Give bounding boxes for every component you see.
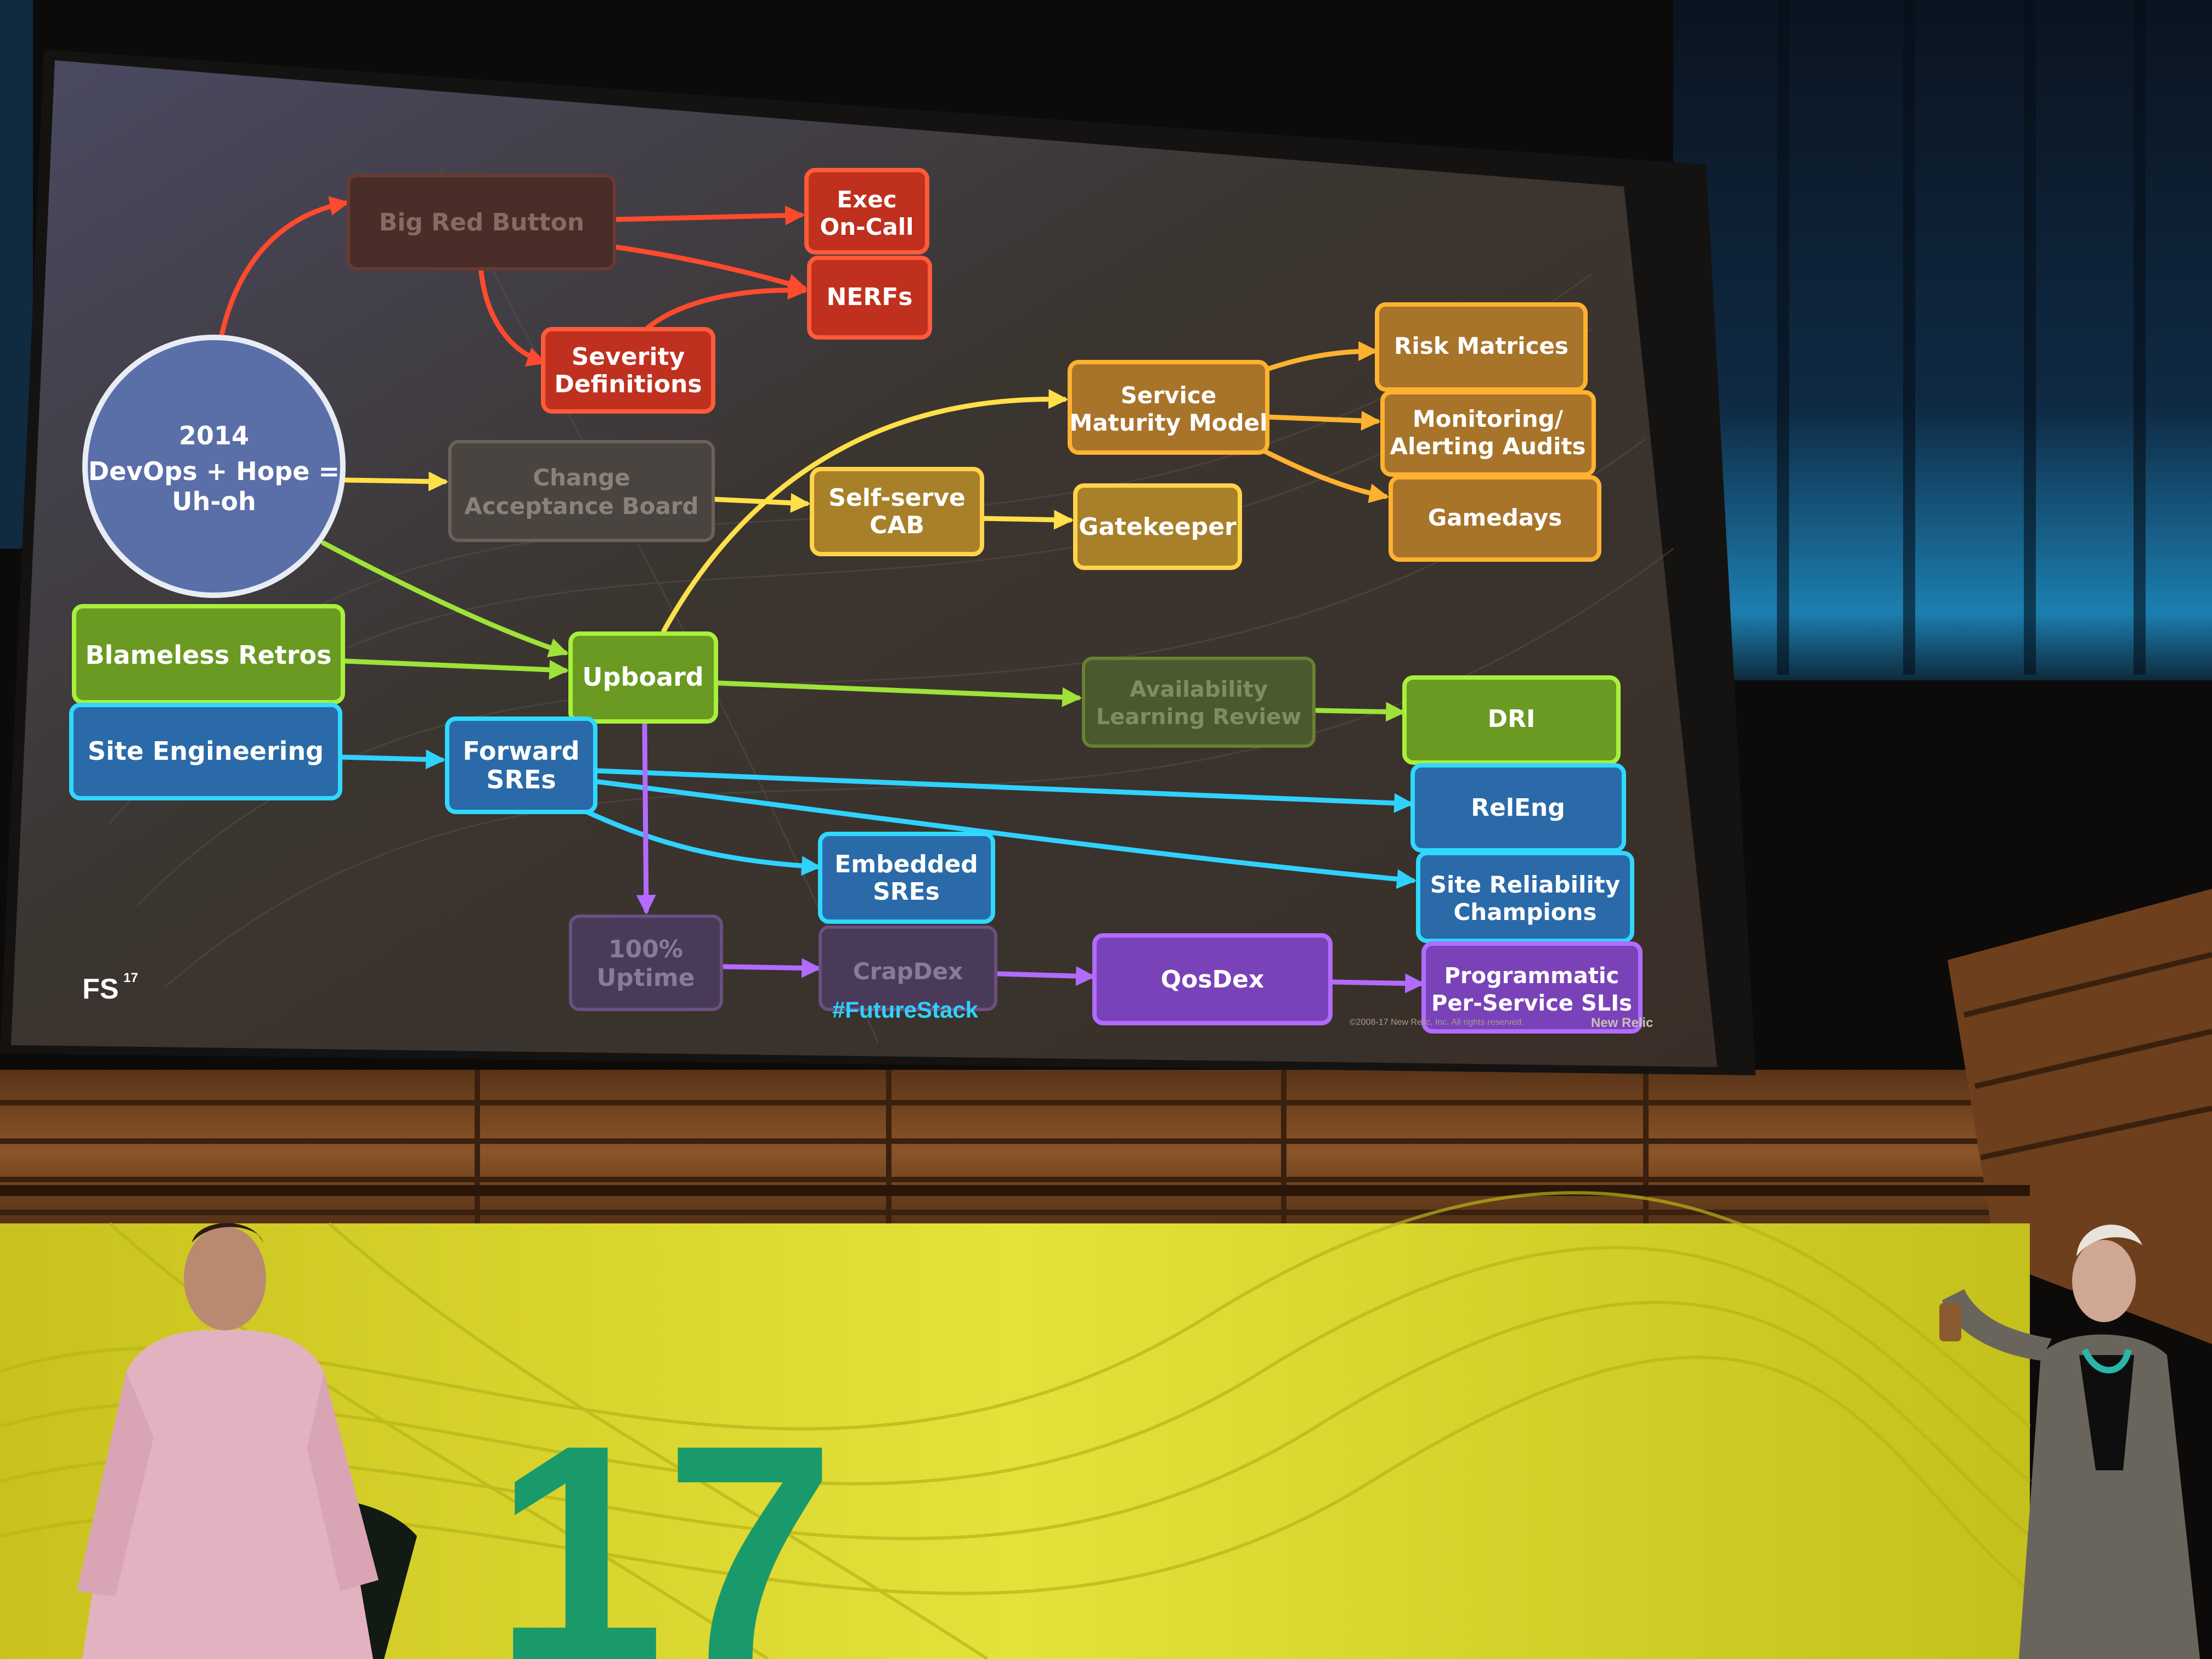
- svg-text:Availability: Availability: [1130, 677, 1268, 702]
- svg-text:CAB: CAB: [870, 511, 924, 539]
- curtain-folds: [1777, 0, 2146, 675]
- node-self-serve-cab: Self-serve CAB: [810, 467, 984, 556]
- wood-panels: [0, 1070, 2212, 1234]
- node-site-engineering: Site Engineering: [69, 703, 342, 800]
- slide-background: [11, 60, 1717, 1067]
- svg-text:Per-Service SLIs: Per-Service SLIs: [1431, 991, 1632, 1016]
- svg-text:Self-serve: Self-serve: [828, 484, 966, 512]
- origin-node: 2014 DevOps + Hope = Uh-oh: [82, 335, 346, 598]
- node-releng: RelEng: [1410, 763, 1626, 853]
- banner-swirl: [0, 1191, 2031, 1659]
- svg-text:NERFs: NERFs: [826, 283, 912, 311]
- svg-text:Change: Change: [533, 464, 630, 491]
- svg-text:Uptime: Uptime: [596, 964, 695, 992]
- svg-text:SREs: SREs: [486, 765, 556, 794]
- node-service-maturity-model: Service Maturity Model: [1068, 360, 1269, 455]
- svg-text:Forward: Forward: [463, 736, 580, 766]
- node-change-acceptance-board: Change Acceptance Board: [448, 440, 715, 542]
- slide-logo: FS: [82, 973, 119, 1005]
- presenter-right: [1939, 1224, 2200, 1659]
- node-gamedays: Gamedays: [1389, 475, 1601, 562]
- origin-line1: DevOps + Hope =: [88, 456, 340, 486]
- svg-text:Severity: Severity: [572, 343, 685, 371]
- presenter-left: [77, 1223, 379, 1659]
- origin-year: 2014: [179, 421, 249, 450]
- svg-text:Site Engineering: Site Engineering: [88, 736, 324, 766]
- slide-logo-sup: 17: [123, 970, 138, 985]
- node-site-reliability-champions: Site Reliability Champions: [1416, 851, 1634, 943]
- svg-text:DRI: DRI: [1488, 705, 1536, 733]
- svg-text:Gatekeeper: Gatekeeper: [1079, 513, 1237, 541]
- svg-text:Acceptance Board: Acceptance Board: [464, 493, 698, 520]
- node-crapdex: CrapDex: [819, 926, 997, 1011]
- banner-number: 17: [494, 1381, 836, 1659]
- svg-text:Site Reliability: Site Reliability: [1430, 871, 1621, 898]
- svg-text:Learning Review: Learning Review: [1096, 704, 1301, 730]
- svg-text:Alerting Audits: Alerting Audits: [1390, 433, 1585, 460]
- curtain: [1673, 0, 2212, 680]
- svg-text:Maturity Model: Maturity Model: [1070, 409, 1268, 436]
- svg-text:QosDex: QosDex: [1161, 966, 1265, 994]
- node-gatekeeper: Gatekeeper: [1073, 483, 1242, 570]
- svg-text:On-Call: On-Call: [820, 213, 914, 240]
- svg-text:Gamedays: Gamedays: [1428, 504, 1562, 531]
- slide-footer: ©2008-17 New Relic, Inc. All rights rese…: [1350, 1018, 1524, 1027]
- svg-text:Monitoring/: Monitoring/: [1413, 405, 1564, 432]
- svg-text:Programmatic: Programmatic: [1444, 963, 1620, 989]
- node-programmatic-slis: Programmatic Per-Service SLIs: [1421, 941, 1643, 1034]
- node-upboard: Upboard: [568, 631, 718, 724]
- svg-text:Risk Matrices: Risk Matrices: [1394, 332, 1568, 359]
- svg-text:100%: 100%: [608, 935, 683, 963]
- origin-line2: Uh-oh: [172, 487, 256, 516]
- node-nerfs: NERFs: [807, 256, 932, 340]
- node-qosdex: QosDex: [1092, 933, 1333, 1025]
- node-blameless-retros: Blameless Retros: [72, 604, 345, 704]
- node-100-uptime: 100% Uptime: [569, 915, 723, 1011]
- svg-text:CrapDex: CrapDex: [853, 958, 963, 985]
- svg-text:Definitions: Definitions: [554, 370, 702, 398]
- node-forward-sres: Forward SREs: [445, 716, 597, 814]
- slide-hashtag: #FutureStack: [832, 997, 979, 1023]
- slide-footer-brand: New Relic: [1591, 1015, 1653, 1030]
- svg-text:SREs: SREs: [873, 878, 940, 906]
- svg-text:Exec: Exec: [837, 186, 896, 213]
- node-monitoring-alerting-audits: Monitoring/ Alerting Audits: [1380, 390, 1596, 477]
- node-exec-on-call: Exec On-Call: [804, 168, 929, 255]
- svg-text:Champions: Champions: [1453, 899, 1596, 926]
- node-severity-definitions: Severity Definitions: [541, 327, 715, 414]
- svg-text:Blameless Retros: Blameless Retros: [85, 640, 331, 670]
- svg-text:Service: Service: [1121, 382, 1217, 409]
- node-embedded-sres: Embedded SREs: [818, 832, 995, 924]
- svg-text:Upboard: Upboard: [582, 662, 703, 692]
- svg-text:RelEng: RelEng: [1471, 794, 1565, 822]
- svg-text:Embedded: Embedded: [834, 850, 978, 878]
- node-dri: DRI: [1402, 675, 1621, 765]
- svg-text:Big Red Button: Big Red Button: [379, 208, 584, 236]
- node-risk-matrices: Risk Matrices: [1375, 302, 1588, 392]
- node-availability-learning-review: Availability Learning Review: [1082, 657, 1316, 748]
- node-big-red-button: Big Red Button: [347, 174, 616, 270]
